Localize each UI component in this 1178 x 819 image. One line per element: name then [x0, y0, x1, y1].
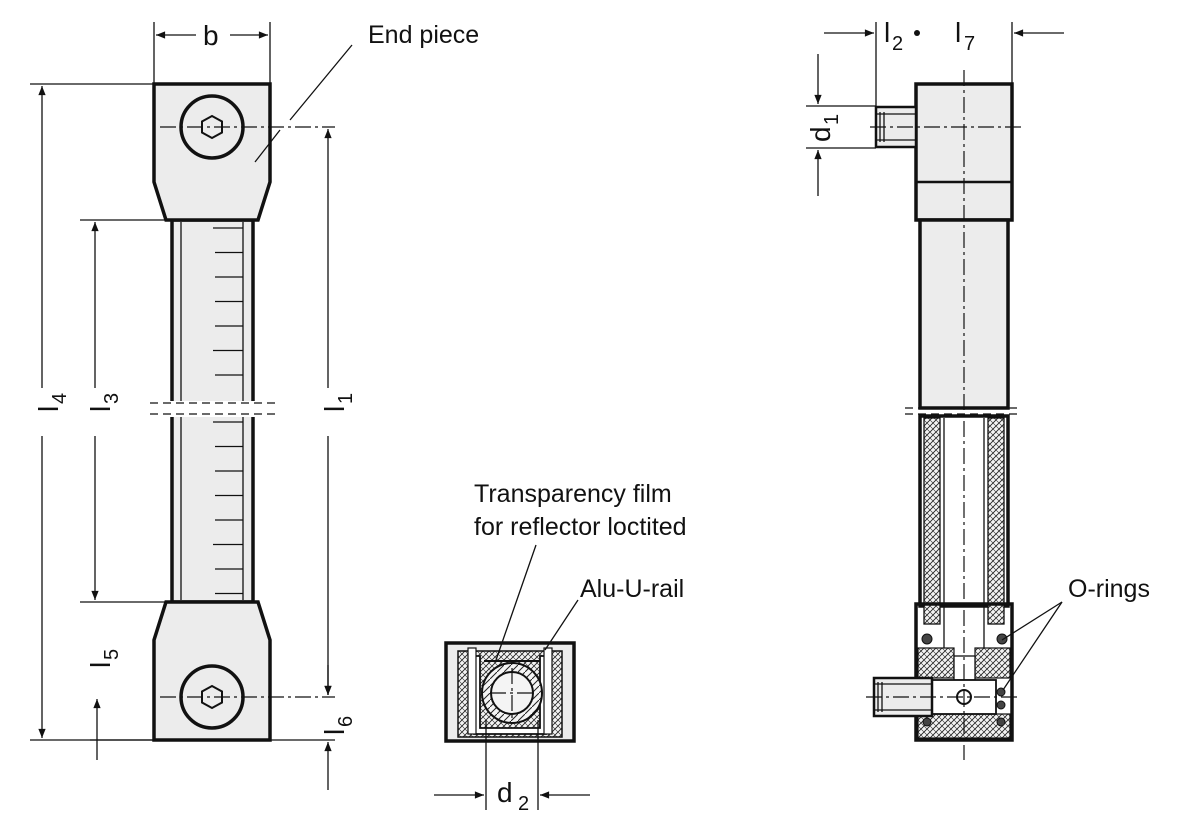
alu-u-rail — [473, 655, 547, 735]
side-wall — [467, 647, 477, 735]
hex-socket-icon — [201, 684, 223, 710]
leader-end-piece — [254, 129, 281, 163]
dim-label-main: l — [85, 406, 116, 412]
housing-hatch — [917, 647, 955, 679]
scale-ticks — [213, 227, 243, 595]
dim-label-main: l — [955, 17, 961, 48]
dim-label-main: l — [319, 406, 350, 412]
hex-socket-icon — [201, 114, 223, 140]
dim-label-l7: l 7 — [955, 17, 975, 55]
dim-label-b: b — [203, 20, 219, 51]
housing-hatch — [974, 647, 1011, 679]
dim-label-sub: 5 — [101, 649, 123, 660]
side-wall — [543, 647, 553, 735]
dim-label-main: l — [85, 662, 116, 668]
label-transparency-film-line1: Transparency film — [474, 480, 672, 508]
label-alu-rail: Alu-U-rail — [580, 575, 684, 603]
o-ring — [921, 633, 933, 645]
dim-label-l2: l 2 — [884, 17, 903, 55]
front-view: b End piece l 4 l 3 l 1 l 5 l 6 — [30, 20, 479, 790]
label-transparency-film-line2: for reflector loctited — [474, 513, 687, 541]
tube-wall-hatched — [987, 417, 1005, 625]
o-ring — [922, 717, 932, 727]
dim-label-sub: 2 — [892, 33, 903, 55]
dim-label-sub: 7 — [964, 33, 975, 55]
dim-label-main: d — [497, 777, 513, 808]
label-o-rings: O-rings — [1068, 575, 1150, 603]
tube-wall-hatched — [923, 417, 941, 625]
cross-section-view: d 2 Transparency film for reflector loct… — [434, 480, 687, 815]
dim-label-d1: d 1 — [805, 114, 843, 142]
dim-label-main: d — [805, 126, 836, 142]
dim-label-l3: l 3 — [85, 393, 123, 412]
label-end-piece: End piece — [368, 21, 479, 49]
dim-label-main: l — [319, 729, 350, 735]
dim-label-sub: 3 — [101, 393, 123, 404]
dim-label-sub: 6 — [335, 716, 357, 727]
o-ring — [996, 700, 1006, 710]
break-gap — [166, 401, 262, 417]
dim-label-l5: l 5 — [85, 649, 123, 668]
dim-label-l6: l 6 — [319, 716, 357, 735]
dim-label-main: l — [884, 17, 890, 48]
dim-label-sub: 1 — [335, 393, 357, 404]
dim-point — [914, 30, 920, 36]
o-ring — [996, 717, 1006, 727]
end-piece-bottom — [152, 600, 272, 742]
leader-end-piece — [289, 44, 353, 121]
dim-label-l1: l 1 — [319, 393, 357, 412]
dim-label-sub: 2 — [518, 793, 529, 815]
o-ring — [996, 633, 1008, 645]
dim-label-sub: 1 — [821, 114, 843, 125]
end-piece-top — [152, 82, 272, 222]
leader-transparency-film — [495, 544, 537, 661]
dim-label-d2: d 2 — [497, 777, 529, 815]
dim-label-l4: l 4 — [33, 393, 71, 412]
dim-label-sub: 4 — [49, 393, 71, 404]
leader-o-rings — [1002, 601, 1063, 691]
leader-alu-rail — [544, 599, 579, 651]
leader-o-rings — [1001, 601, 1063, 641]
dim-label-main: l — [33, 406, 64, 412]
side-view: l 2 l 7 d 1 O-rings — [805, 17, 1150, 760]
